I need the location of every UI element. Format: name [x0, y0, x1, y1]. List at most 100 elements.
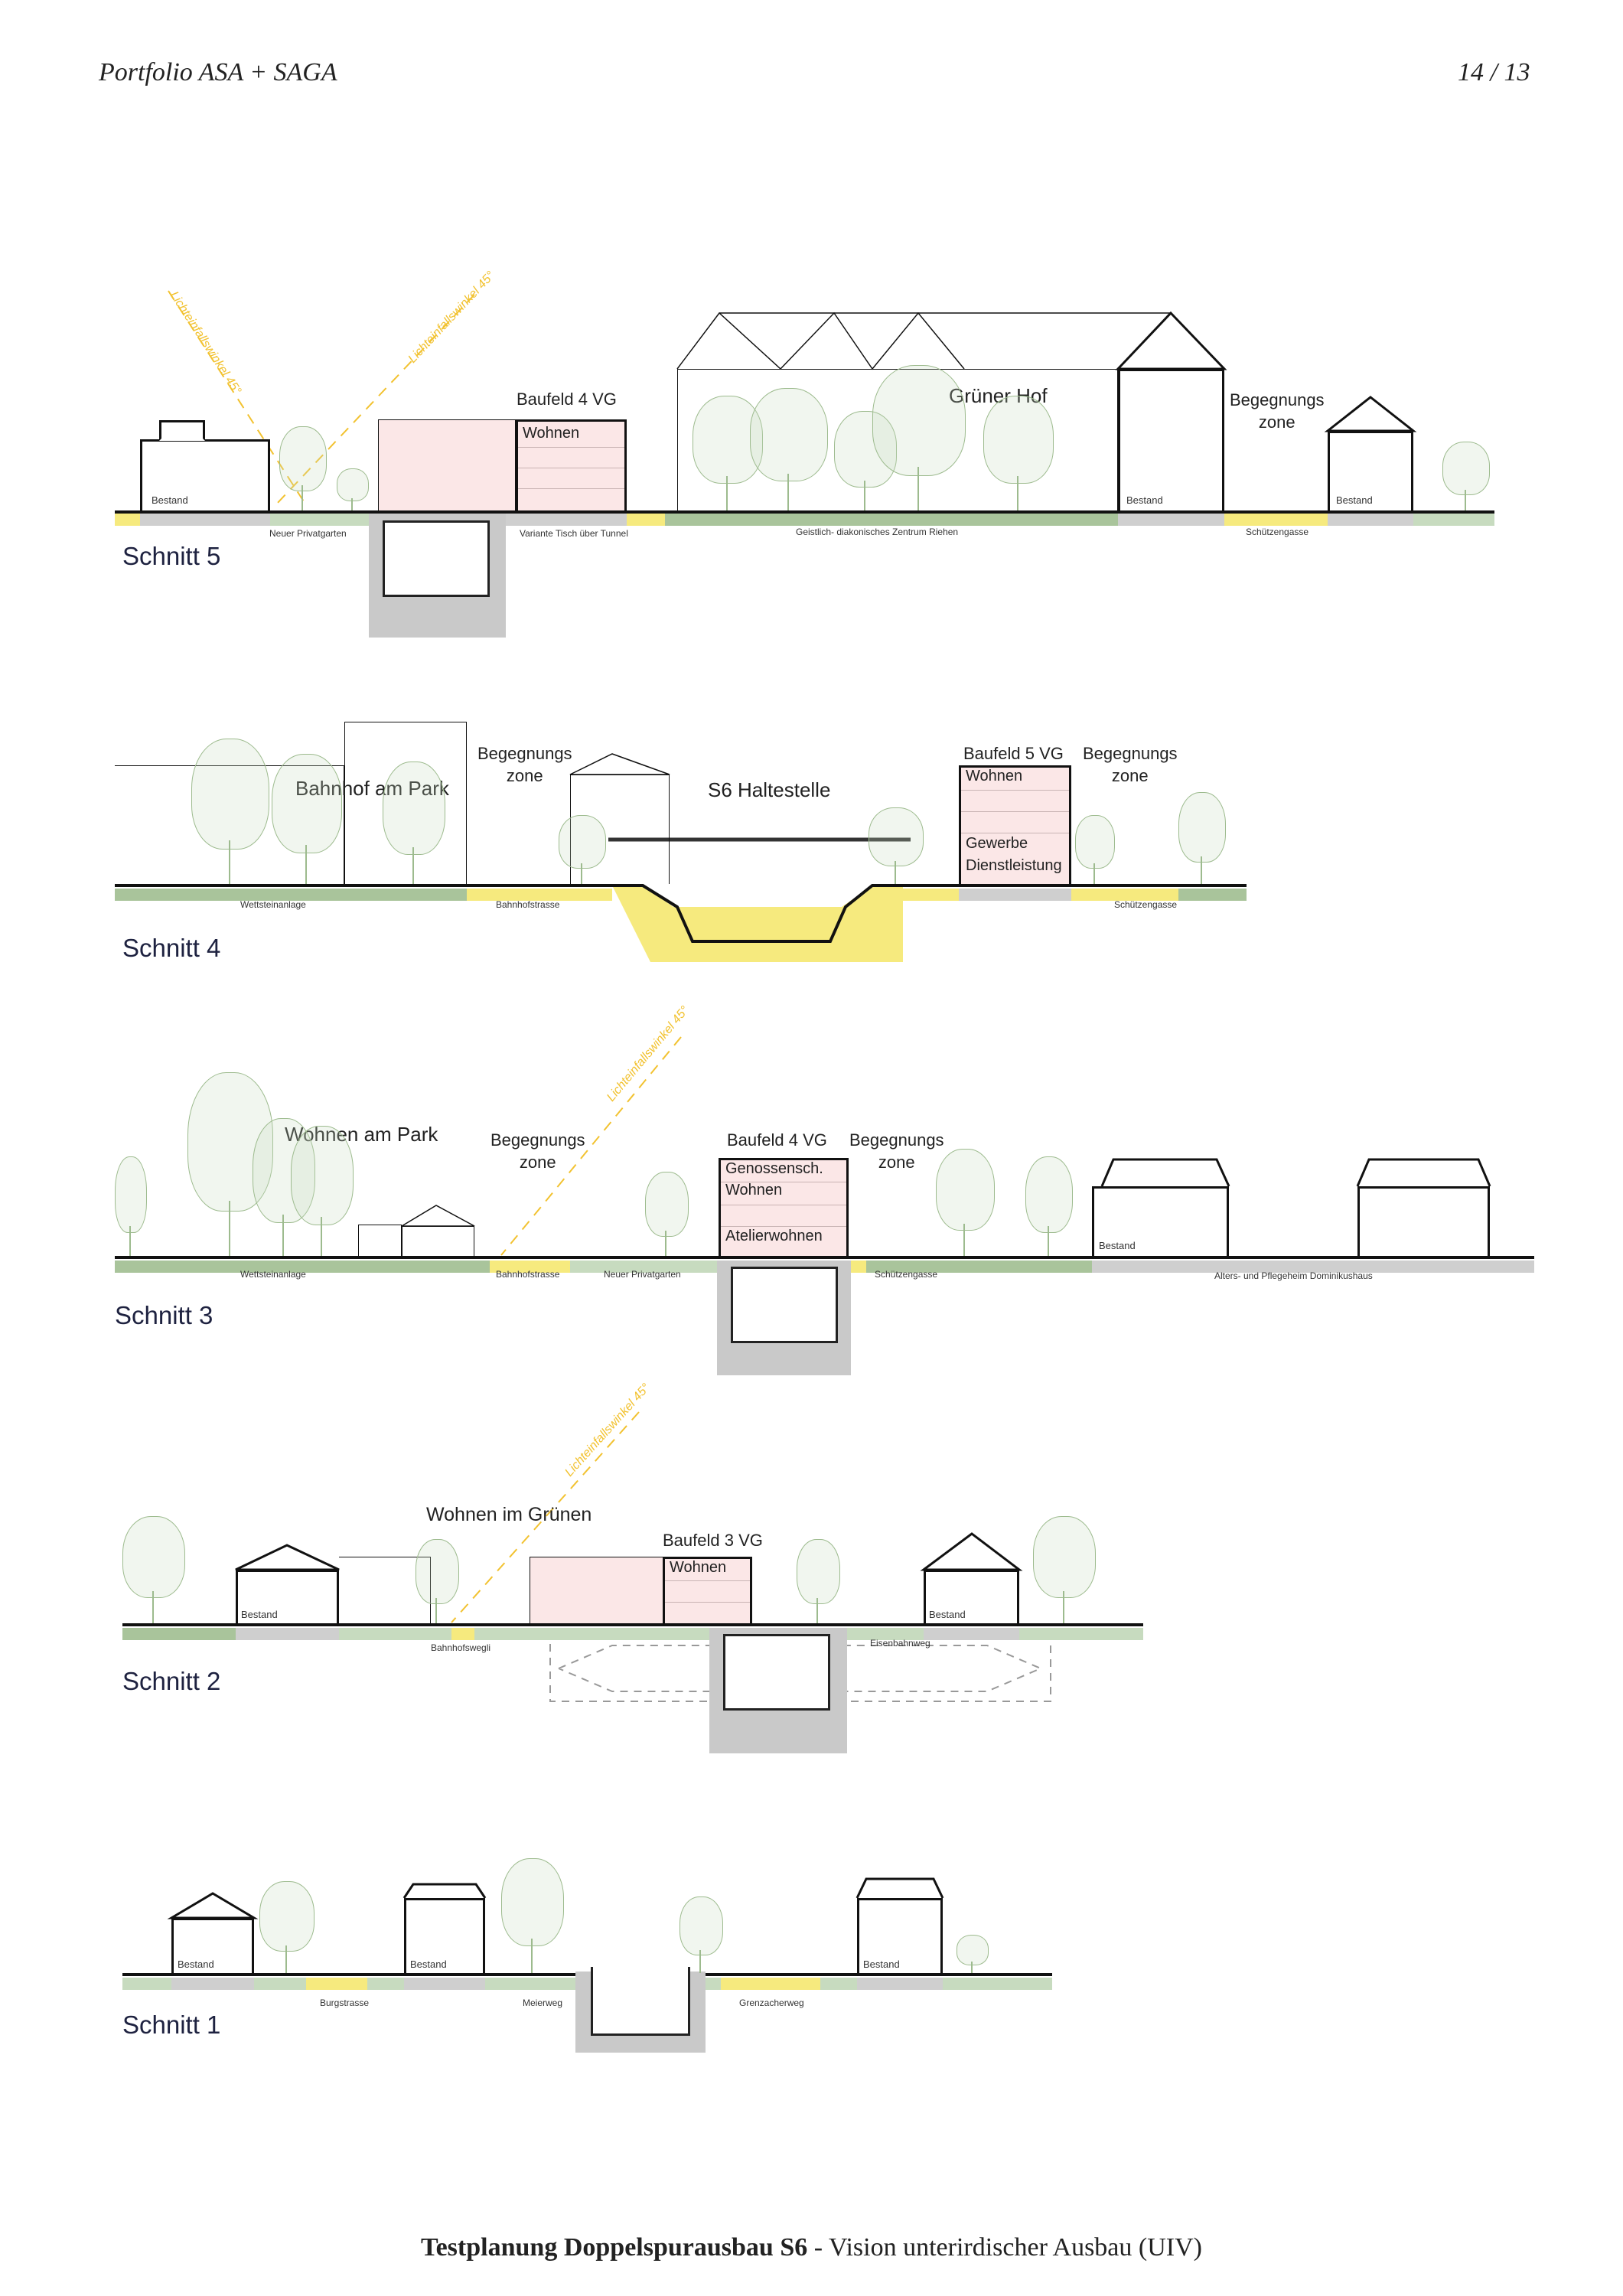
train-tunnel	[723, 1634, 830, 1711]
tree-trunk	[321, 1217, 322, 1256]
tree-trunk	[1201, 856, 1202, 884]
tree-trunk	[1093, 863, 1095, 884]
section-title: Schnitt 2	[122, 1667, 221, 1695]
tree-trunk	[531, 1939, 533, 1973]
road-label: Schützengasse	[1246, 527, 1309, 537]
tree-icon	[1075, 815, 1115, 869]
light-line	[451, 1411, 640, 1623]
tree-icon	[644, 1172, 689, 1237]
road-label: Variante Tisch über Tunnel	[520, 528, 628, 539]
header-title: Portfolio ASA + SAGA	[99, 58, 337, 86]
building-bestand: Bestand	[404, 1898, 485, 1973]
tree-icon	[272, 754, 342, 853]
road-label: Schützengasse	[1114, 899, 1178, 910]
building-bestand: Bestand	[236, 1570, 339, 1623]
tree-icon	[869, 807, 924, 866]
road-label: Eisenbahnweg	[870, 1638, 930, 1649]
tree-trunk	[895, 861, 896, 884]
tree-trunk	[229, 1201, 230, 1256]
label-baufeld: Baufeld 5 VG	[963, 744, 1064, 763]
building-bestand: Bestand	[857, 1898, 943, 1973]
train-tunnel	[383, 520, 490, 597]
train-tunnel	[731, 1267, 838, 1343]
road-label: Schützengasse	[875, 1269, 938, 1280]
tree-trunk	[305, 845, 307, 884]
label-s6-haltestelle: S6 Haltestelle	[708, 778, 831, 801]
road-label: Geistlich- diakonisches Zentrum Riehen	[796, 527, 959, 537]
road-label: Bahnhofswegli	[431, 1642, 491, 1653]
page-number: 14 / 13	[1458, 58, 1530, 86]
tree-trunk	[1465, 490, 1466, 510]
tree-trunk	[1063, 1591, 1064, 1623]
tree-icon	[115, 1156, 147, 1233]
tree-icon	[1033, 1516, 1096, 1598]
tree-trunk	[581, 863, 582, 884]
tree-trunk	[129, 1226, 131, 1256]
road-label: Neuer Privatgarten	[269, 528, 347, 539]
tree-icon	[1442, 442, 1490, 495]
road-label: Burgstrasse	[320, 1998, 370, 2008]
road-label: Neuer Privatgarten	[604, 1269, 681, 1280]
train-trench	[591, 1967, 690, 2036]
tree-icon	[122, 1516, 185, 1598]
tree-icon	[291, 1126, 354, 1225]
tree-icon	[935, 1149, 995, 1231]
tree-icon	[383, 762, 445, 855]
tree-icon	[957, 1935, 989, 1965]
building-baufeld-3: Wohnen	[663, 1557, 752, 1623]
road-label: Alters- und Pflegeheim Dominikushaus	[1214, 1270, 1373, 1281]
tree-trunk	[963, 1224, 965, 1256]
section-title: Schnitt 1	[122, 2011, 221, 2039]
tree-trunk	[816, 1598, 818, 1623]
building-existing	[1357, 1186, 1490, 1256]
tree-trunk	[282, 1215, 284, 1256]
tree-icon	[750, 388, 828, 481]
tree-icon	[1025, 1156, 1073, 1233]
light-label: Lichteinfallswinkel 45°	[605, 1003, 692, 1104]
tree-icon	[679, 1896, 723, 1955]
section-title: Schnitt 5	[122, 542, 221, 570]
tree-icon	[796, 1539, 840, 1604]
building-bestand: Bestand	[1092, 1186, 1229, 1256]
tree-trunk	[152, 1591, 154, 1623]
tree-trunk	[435, 1598, 437, 1623]
road-label: Bahnhofstrasse	[496, 899, 560, 910]
footer-caption: Testplanung Doppelspurausbau S6 - Vision…	[421, 2233, 1202, 2262]
section-title: Schnitt 3	[115, 1301, 213, 1329]
light-line	[500, 1036, 682, 1256]
tree-trunk	[229, 840, 230, 884]
tree-trunk	[864, 481, 865, 510]
tree-trunk	[665, 1231, 666, 1256]
road-label: Wettsteinanlage	[240, 899, 306, 910]
label-wohnen-im-gruenen: Wohnen im Grünen	[426, 1504, 592, 1525]
label-baufeld: Baufeld 4 VG	[727, 1130, 827, 1150]
tree-trunk	[787, 474, 789, 510]
label-baufeld: Baufeld 3 VG	[663, 1531, 763, 1550]
section-title: Schnitt 4	[122, 934, 221, 962]
building-baufeld-4: Wohnen	[516, 419, 627, 510]
tree-trunk	[351, 497, 353, 510]
building-bestand: Bestand	[1118, 369, 1224, 510]
tree-icon	[559, 815, 606, 869]
tree-icon	[337, 468, 369, 502]
tree-icon	[279, 426, 327, 491]
light-label: Lichteinfallswinkel 45°	[562, 1381, 653, 1479]
courtyard-volume	[378, 419, 516, 510]
tree-icon	[872, 365, 966, 476]
road-label: Grenzacherweg	[739, 1998, 804, 2008]
building-bestand: Bestand	[171, 1918, 254, 1973]
road-label: Wettsteinanlage	[240, 1269, 306, 1280]
road-label: Bahnhofstrasse	[496, 1269, 560, 1280]
road-label: Meierweg	[523, 1998, 563, 2008]
tree-trunk	[285, 1945, 287, 1973]
tree-trunk	[699, 1950, 701, 1973]
tree-trunk	[917, 467, 919, 510]
